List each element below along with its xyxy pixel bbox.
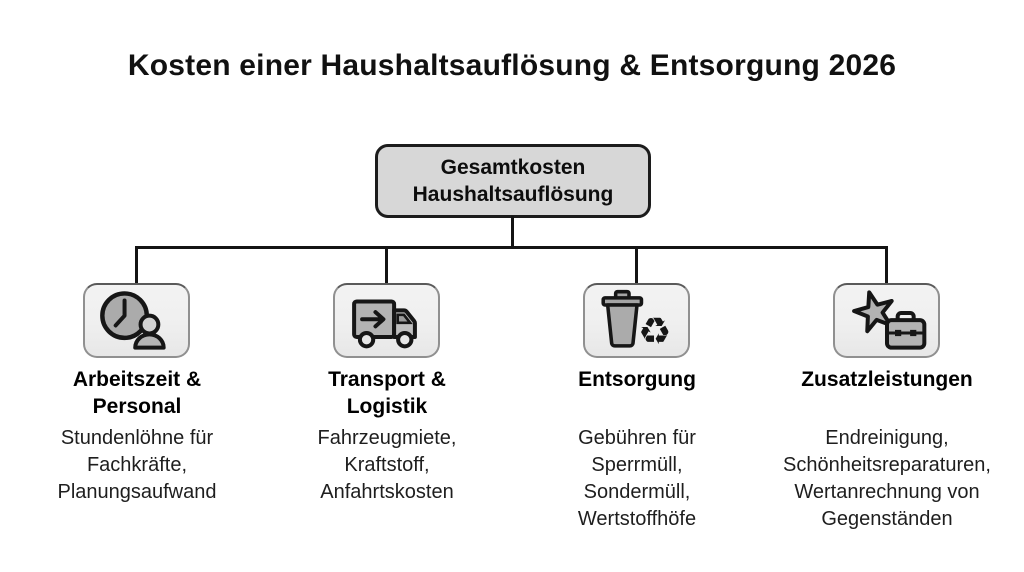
branch-arbeitszeit-personal: Arbeitszeit & Personal Stundenlöhne für … xyxy=(12,366,262,506)
card-transport-logistik xyxy=(333,283,440,358)
trash-recycle-icon: ♻ xyxy=(600,289,671,353)
branch-zusatzleistungen: Zusatzleistungen Endreinigung, Schönheit… xyxy=(762,366,1012,533)
branch-desc-line: Fachkräfte, xyxy=(86,454,188,476)
connector-root-stem xyxy=(511,216,514,248)
card-zusatzleistungen xyxy=(833,283,940,358)
branch-desc-line: Sondermüll, xyxy=(583,481,691,503)
branch-description: Fahrzeugmiete, Kraftstoff, Anfahrtskoste… xyxy=(262,425,512,506)
branch-title-line: Transport & xyxy=(328,368,446,391)
branch-description: Gebühren für Sperrmüll, Sondermüll, Wert… xyxy=(512,425,762,533)
branch-description: Endreinigung, Schönheitsreparaturen, Wer… xyxy=(762,425,1012,533)
root-node-label-line1: Gesamtkosten xyxy=(440,156,586,179)
clock-person-icon xyxy=(99,290,166,350)
branch-desc-line: Sperrmüll, xyxy=(591,454,683,476)
branch-desc-line: Fahrzeugmiete, xyxy=(317,427,457,449)
star-briefcase-icon xyxy=(851,289,926,350)
branch-desc-line: Stundenlöhne für xyxy=(60,427,214,449)
branch-title-line: Entsorgung xyxy=(578,368,696,391)
branch-desc-line: Kraftstoff, xyxy=(344,454,430,476)
branch-desc-line: Wertanrechnung von xyxy=(794,481,980,503)
branch-title: Transport & Logistik xyxy=(262,366,512,425)
branch-title: Arbeitszeit & Personal xyxy=(12,366,262,425)
branch-transport-logistik: Transport & Logistik Fahrzeugmiete, Kraf… xyxy=(262,366,512,506)
branch-entsorgung: Entsorgung Gebühren für Sperrmüll, Sonde… xyxy=(512,366,762,533)
branch-desc-line: Planungsaufwand xyxy=(57,481,217,503)
branch-desc-line: Schönheitsreparaturen, xyxy=(783,454,991,476)
branch-desc-line: Gebühren für xyxy=(578,427,696,449)
card-entsorgung: ♻ xyxy=(583,283,690,358)
root-node: Gesamtkosten Haushaltsauflösung xyxy=(375,144,651,218)
connector-drop-3 xyxy=(635,246,638,284)
branch-title-line: Arbeitszeit & xyxy=(72,368,202,391)
connector-drop-2 xyxy=(385,246,388,284)
branch-title-line: Zusatzleistungen xyxy=(801,368,973,391)
branch-desc-line: Wertstoffhöfe xyxy=(577,508,697,530)
branch-title-line: Logistik xyxy=(346,395,428,418)
branch-desc-line: Anfahrtskosten xyxy=(320,481,454,503)
branch-description: Stundenlöhne für Fachkräfte, Planungsauf… xyxy=(12,425,262,506)
root-node-label-line2: Haushaltsauflösung xyxy=(412,183,614,206)
branch-title-line: Personal xyxy=(92,395,182,418)
svg-text:♻: ♻ xyxy=(638,309,671,353)
connector-bus xyxy=(135,246,888,249)
connector-drop-4 xyxy=(885,246,888,284)
branch-title: Zusatzleistungen xyxy=(762,366,1012,425)
branch-title: Entsorgung xyxy=(512,366,762,425)
truck-icon xyxy=(351,298,417,348)
card-arbeitszeit-personal xyxy=(83,283,190,358)
branch-desc-line: Gegenständen xyxy=(821,508,953,530)
connector-drop-1 xyxy=(135,246,138,284)
page-title: Kosten einer Haushaltsauflösung & Entsor… xyxy=(127,49,897,82)
branch-desc-line: Endreinigung, xyxy=(825,427,949,449)
